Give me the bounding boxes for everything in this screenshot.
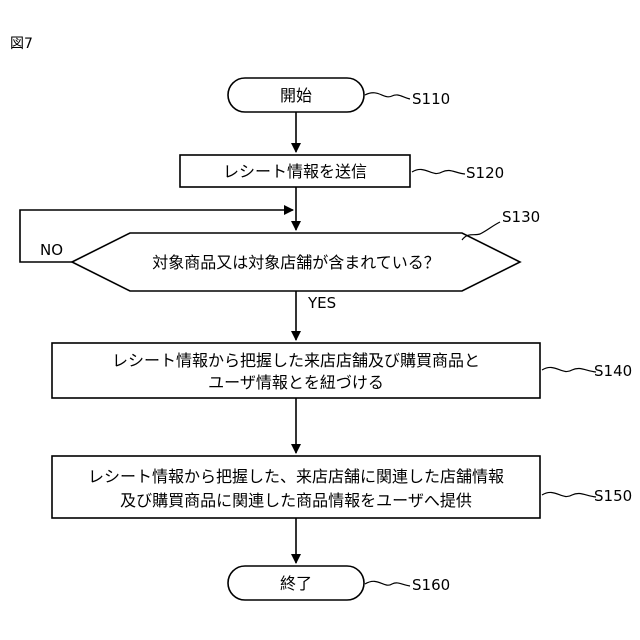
figure-label: 図7 [10,36,33,52]
s150-leader [542,492,596,497]
step-s140: S140 [594,362,632,380]
step-s150: S150 [594,487,632,505]
start-label: 開始 [280,86,312,105]
no-label: NO [40,241,63,259]
link-label-line1: レシート情報から把握した来店店舗及び購買商品と [112,351,480,370]
link-label-line2: ユーザ情報とを紐づける [208,373,384,392]
provide-label-line2: 及び購買商品に関連した商品情報をユーザへ提供 [120,491,472,510]
end-label: 終了 [280,574,312,593]
s110-leader [365,93,410,99]
decision-label: 対象商品又は対象店舗が含まれている？ [152,253,440,272]
s120-leader [412,169,465,174]
step-s160: S160 [412,576,450,594]
step-s110: S110 [412,90,450,108]
s140-leader [542,367,596,372]
step-s130: S130 [502,208,540,226]
s160-leader [365,581,410,586]
send-label: レシート情報を送信 [223,162,367,181]
step-s120: S120 [466,164,504,182]
yes-label: YES [307,294,336,312]
provide-label-line1: レシート情報から把握した、来店店舗に関連した店舗情報 [88,467,504,486]
